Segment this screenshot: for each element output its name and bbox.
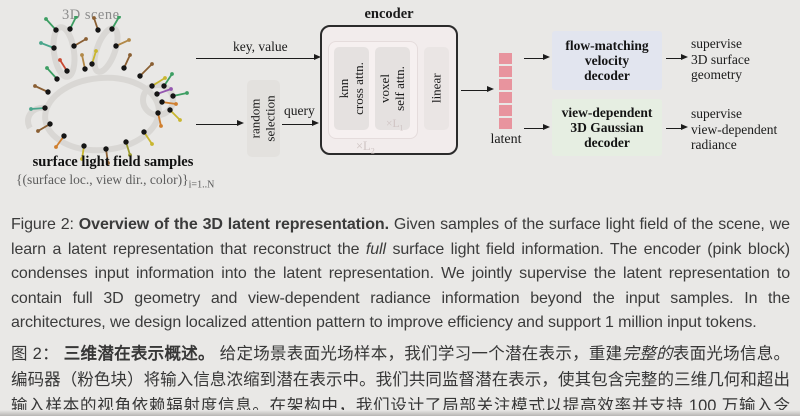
- random-selection-line1: random: [248, 98, 263, 139]
- gaussian-decoder-block: view-dependent 3D Gaussian decoder: [552, 99, 662, 156]
- flow-decoder-line1: flow-matching: [565, 38, 649, 53]
- supervise-radiance-label: supervise view-dependent radiance: [691, 106, 777, 153]
- samples-caption: surface light field samples: [32, 154, 194, 170]
- key-value-label: key, value: [233, 39, 288, 54]
- flow-matching-decoder-block: flow-matching velocity decoder: [552, 31, 662, 90]
- samples-notation: {(surface loc., view dir., color)}i=1..N: [16, 172, 214, 191]
- caption-en-body-1: Given samples of the surface light field…: [11, 216, 790, 258]
- l1-base: ×L: [386, 118, 400, 130]
- scene-to-random-arrow: [196, 120, 244, 127]
- knn-cross-attn-block: knn cross attn.: [334, 47, 369, 130]
- gaussian-decoder-line2: 3D Gaussian: [570, 120, 644, 135]
- encoder-to-latent-arrow: [461, 86, 494, 93]
- knn-line1: knn: [336, 78, 351, 99]
- voxel-line2: self attn.: [391, 66, 407, 111]
- output-rad-line3: radiance: [691, 137, 737, 152]
- architecture-diagram: 3D scene surface light field samples {(s…: [0, 0, 800, 200]
- scene-title: 3D scene: [62, 7, 120, 23]
- l1-sub: 1: [399, 123, 404, 133]
- latent-token: [499, 105, 512, 116]
- random-selection-line2: selection: [262, 95, 278, 142]
- l2-sub: 2: [370, 146, 375, 156]
- latent-label: latent: [490, 132, 522, 147]
- knn-line2: cross attn.: [350, 62, 366, 115]
- flow-decoder-line2: velocity: [584, 53, 630, 68]
- knn-cross-attn-label: knn cross attn.: [336, 62, 366, 115]
- repeat-l2-label: ×L2: [356, 139, 375, 156]
- caption-en-body-2: surface light field information. The enc…: [11, 240, 790, 332]
- caption-zh-body-1: 给定场景表面光场样本，我们学习一个潜在表示，重建: [214, 345, 623, 363]
- query-label: query: [284, 103, 315, 118]
- voxel-self-attn-block: voxel self attn.: [375, 47, 410, 130]
- l2-base: ×L: [356, 139, 371, 153]
- random-selection-label: random selection: [248, 95, 278, 142]
- latent-to-gaussian-decoder-arrow: [524, 124, 550, 131]
- query-arrow: [282, 120, 319, 127]
- linear-label: linear: [428, 73, 444, 104]
- flow-to-supervise-arrow: [666, 54, 688, 61]
- encoder-title: encoder: [364, 6, 414, 22]
- light-field-sample-points: [29, 16, 189, 165]
- output-geom-line2: 3D surface: [691, 51, 750, 67]
- repeat-l1-label: ×L1: [386, 118, 404, 132]
- latent-token-stack: [499, 53, 512, 129]
- output-geom-line3: geometry: [691, 67, 742, 82]
- samples-set-text: {(surface loc., view dir., color)}: [16, 172, 189, 187]
- latent-token: [499, 79, 512, 90]
- linear-line1: linear: [428, 73, 444, 104]
- page-bottom-shadow: [0, 410, 800, 416]
- caption-en-bold-title: Overview of the 3D latent representation…: [78, 216, 389, 233]
- output-rad-line2: view-dependent: [691, 121, 778, 137]
- output-geom-line1: supervise: [691, 36, 742, 51]
- samples-subscript: i=1..N: [188, 179, 215, 191]
- caption-zh-italic: 完整的: [622, 345, 673, 363]
- output-rad-line1: supervise: [691, 106, 742, 121]
- caption-en-italic: full: [365, 240, 386, 258]
- linear-block: linear: [424, 47, 449, 130]
- latent-token: [499, 118, 512, 129]
- 3d-scene-sketch: [25, 16, 189, 165]
- flow-decoder-line3: decoder: [584, 68, 630, 83]
- supervise-geometry-label: supervise 3D surface geometry: [691, 36, 750, 83]
- caption-zh-bold-title: 三维潜在表示概述。: [63, 345, 215, 363]
- gaussian-decoder-line1: view-dependent: [561, 105, 653, 120]
- latent-token: [499, 53, 512, 64]
- gaussian-decoder-line3: decoder: [584, 135, 630, 150]
- key-value-arrow: [196, 54, 321, 61]
- caption-chinese: 图 2： 三维潜在表示概述。 给定场景表面光场样本，我们学习一个潜在表示，重建完…: [11, 341, 790, 416]
- caption-zh-figure-number: 图 2：: [11, 345, 64, 363]
- caption-english: Figure 2: Overview of the 3D latent repr…: [11, 213, 790, 336]
- latent-token: [499, 92, 512, 103]
- latent-token: [499, 66, 512, 77]
- random-selection-block: random selection: [247, 80, 280, 157]
- voxel-line1: voxel: [377, 74, 393, 103]
- caption-en-figure-number: Figure 2:: [11, 216, 79, 233]
- gaussian-to-supervise-arrow: [666, 124, 688, 131]
- voxel-self-attn-label: voxel self attn.: [377, 66, 407, 111]
- latent-to-flow-decoder-arrow: [524, 54, 550, 61]
